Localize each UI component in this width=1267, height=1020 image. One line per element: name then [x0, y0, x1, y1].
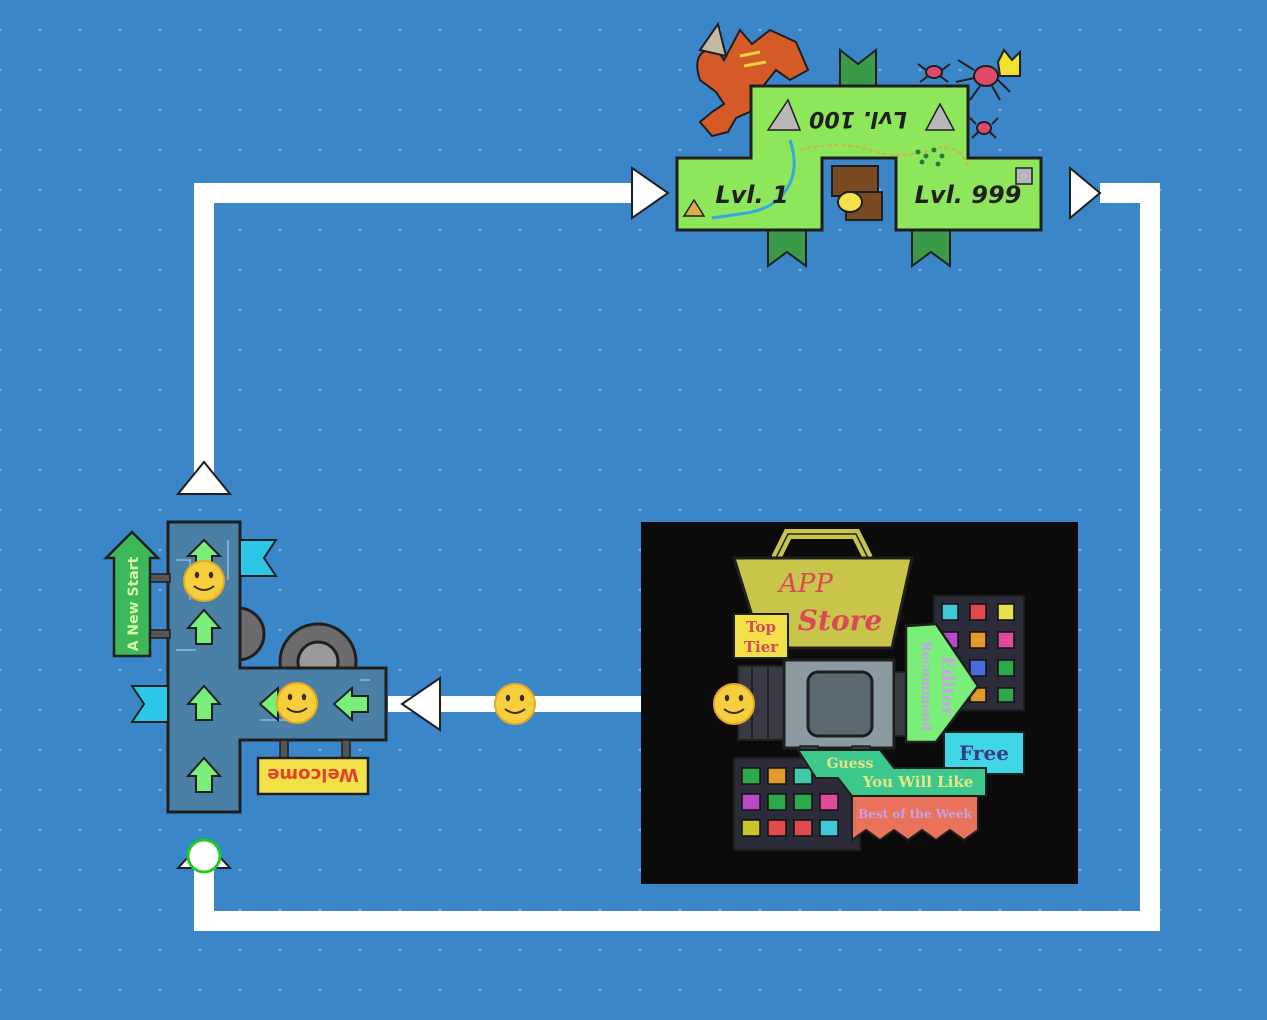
ribbon-icon: [839, 47, 877, 91]
treasure-chest-icon[interactable]: [831, 165, 883, 221]
level-999-label[interactable]: Lvl. 999: [915, 181, 1022, 209]
app-grid[interactable]: [733, 757, 861, 851]
path-arrow-right-icon: [1069, 165, 1102, 221]
guess-line2: You Will Like: [862, 773, 974, 791]
editor-line2: Recommend: [918, 641, 933, 731]
app-grid[interactable]: [933, 595, 1025, 711]
hub-arrow-up-icon: [185, 684, 223, 721]
hub-station[interactable]: A New Start Welcome: [102, 520, 388, 814]
best-of-week-tag[interactable]: Best of the Week: [851, 795, 979, 842]
new-start-sign[interactable]: A New Start: [102, 530, 171, 658]
dragon-icon: [696, 21, 810, 138]
mountain-icon: [924, 102, 956, 131]
path-arrow-up-icon: [175, 460, 233, 495]
smiley-token[interactable]: [494, 683, 536, 725]
new-start-label: A New Start: [126, 556, 142, 651]
best-of-week-label: Best of the Week: [858, 807, 972, 821]
top-tier-tag[interactable]: Top Tier: [733, 613, 789, 659]
path-arrow-right-icon: [631, 166, 670, 220]
forest-icon: [915, 147, 945, 167]
welcome-sign[interactable]: Welcome: [256, 739, 370, 796]
spider-icon: [969, 117, 999, 139]
top-tier-line2: Tier: [744, 638, 779, 656]
ribbon-icon: [767, 227, 807, 268]
start-marker-icon[interactable]: [186, 838, 222, 874]
flag-icon: [130, 685, 169, 723]
hut-icon: [682, 198, 706, 217]
mountain-icon: [766, 98, 802, 131]
welcome-label: Welcome: [267, 764, 359, 785]
smiley-token[interactable]: [276, 682, 318, 724]
editor-recommend-tag[interactable]: Editor Recommend: [904, 622, 980, 744]
castle-icon: [1015, 167, 1033, 185]
path-arrow-left-icon: [400, 676, 441, 732]
top-tier-line1: Top: [746, 618, 776, 636]
hub-arrow-left-icon: [332, 685, 369, 723]
level-1-label[interactable]: Lvl. 1: [715, 181, 788, 209]
app-store[interactable]: APP Store: [641, 522, 1078, 884]
ribbon-icon: [911, 227, 951, 268]
level-100-label[interactable]: Lvl. 100: [809, 106, 907, 131]
free-label: Free: [959, 741, 1009, 765]
spider-icon: [917, 63, 951, 83]
crown-icon: [996, 48, 1021, 77]
flag-icon: [239, 539, 278, 577]
smiley-token[interactable]: [183, 560, 225, 602]
hub-arrow-up-icon: [185, 608, 223, 645]
editor-line1: Editor: [937, 656, 957, 716]
machine-icon: [737, 658, 909, 757]
app-store-title-line1: APP: [777, 569, 833, 599]
guess-line1: Guess: [827, 756, 874, 772]
guess-you-will-like-tag[interactable]: Guess You Will Like: [796, 749, 987, 797]
smiley-token[interactable]: [713, 683, 755, 725]
level-map[interactable]: Lvl. 1 Lvl. 999 Lvl. 100: [675, 21, 1043, 268]
app-store-title-line2: Store: [798, 604, 882, 637]
hub-arrow-up-icon: [185, 756, 223, 793]
